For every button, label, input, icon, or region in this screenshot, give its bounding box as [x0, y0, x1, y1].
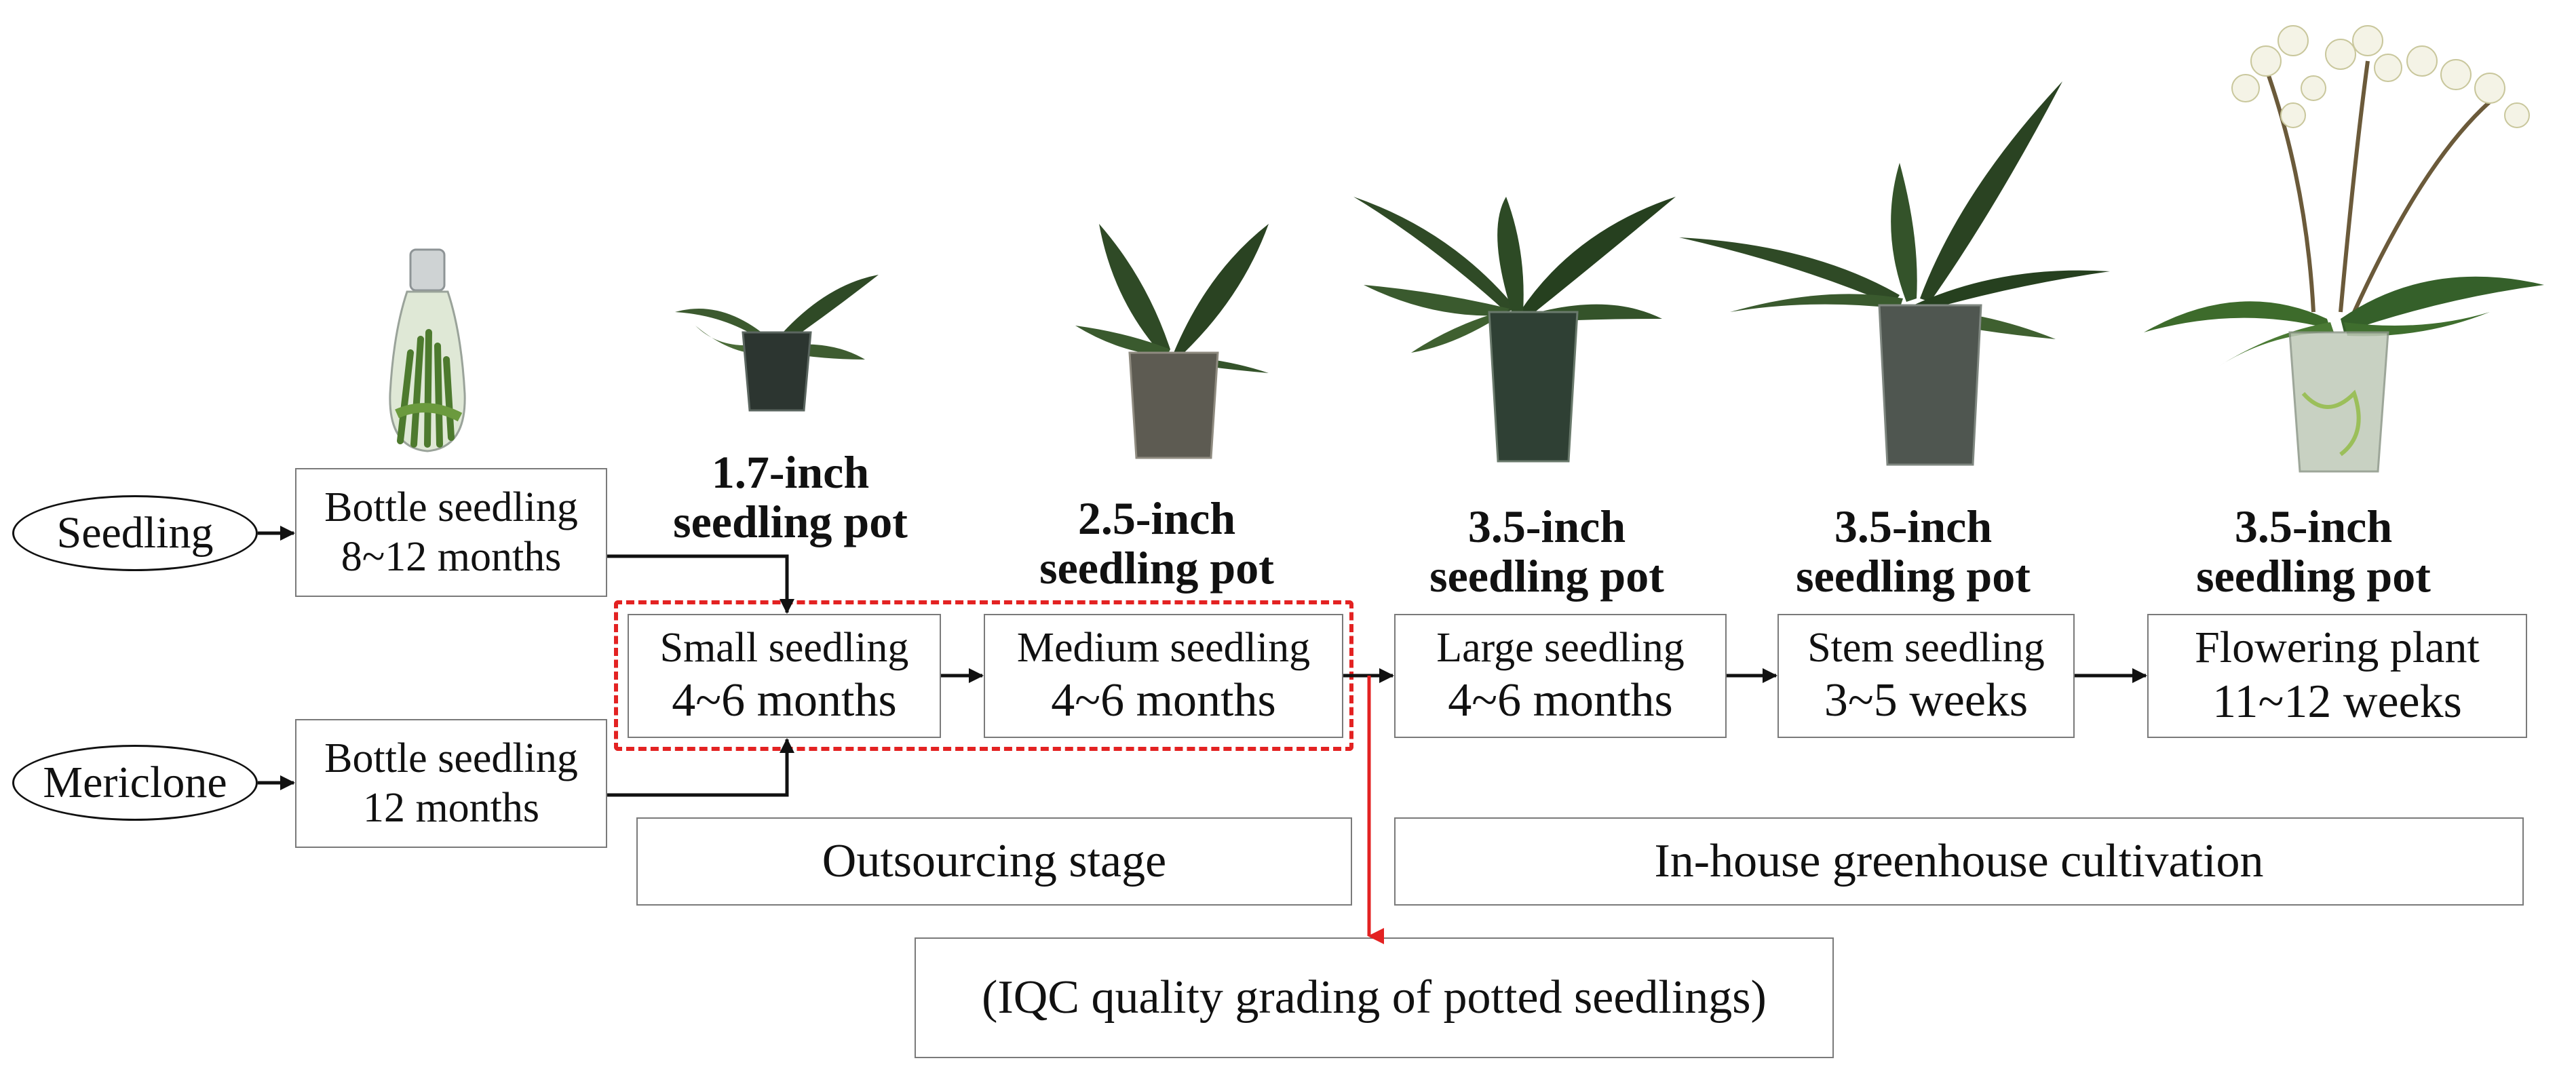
small-seedling-photo — [675, 275, 879, 412]
medium-seedling-photo — [1075, 224, 1269, 459]
bottle-seedling-photo — [389, 248, 466, 452]
source-oval-mericlone: Mericlone — [12, 745, 258, 821]
source-oval-seedling: Seedling — [12, 495, 258, 571]
arrow-bottle2-to-small — [607, 738, 794, 797]
phase-box-inhouse: In-house greenhouse cultivation — [1394, 817, 2524, 906]
stem-seedling-photo — [1679, 81, 2110, 466]
arrow-bottle1-to-small — [607, 554, 794, 614]
flowering-plant-photo — [2144, 25, 2544, 473]
phase-box-outsourcing: Outsourcing stage — [636, 817, 1352, 906]
large-seedling-photo — [1353, 197, 1676, 463]
iqc-grading-box: (IQC quality grading of potted seedlings… — [915, 937, 1834, 1058]
